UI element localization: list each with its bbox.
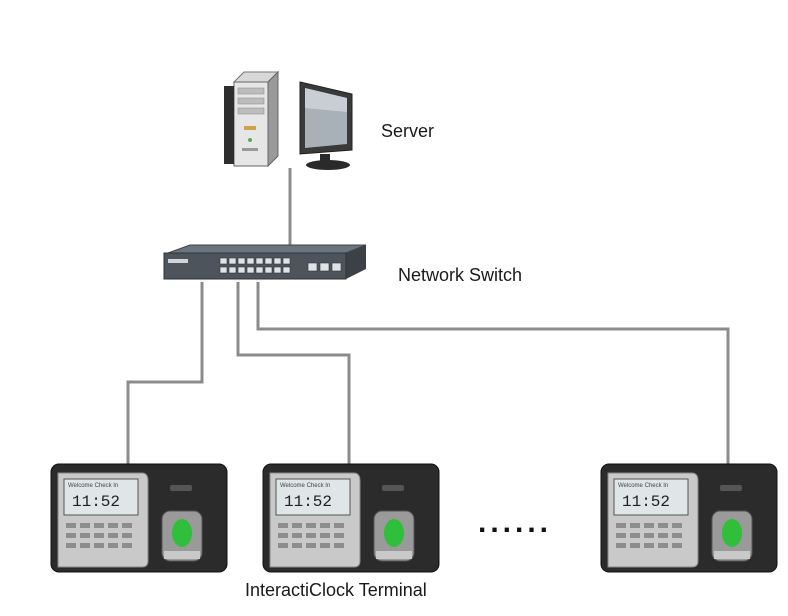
wire-switch-to-terminal-3 <box>256 282 730 465</box>
fingerprint-terminal-icon: Welcome Check In 11:52 <box>600 463 778 573</box>
more-terminals-ellipsis: ...... <box>478 506 553 539</box>
fingerprint-terminal-icon: Welcome Check In 11:52 <box>262 463 440 573</box>
fingerprint-terminal-icon: Welcome Check In 11:52 <box>50 463 228 573</box>
screen-header: Welcome Check In <box>68 483 118 489</box>
screen-time: 11:52 <box>622 493 670 511</box>
server-icon <box>224 70 353 170</box>
screen-header: Welcome Check In <box>618 483 668 489</box>
terminal-1: Welcome Check In 11:52 <box>50 463 228 573</box>
wire-switch-to-terminal-1 <box>126 282 204 465</box>
wire-switch-to-terminal-2 <box>236 282 351 465</box>
screen-header: Welcome Check In <box>280 483 330 489</box>
terminal-3: Welcome Check In 11:52 <box>600 463 778 573</box>
monitor-icon <box>299 81 353 170</box>
network-switch-icon <box>163 244 367 280</box>
server-label: Server <box>381 121 435 141</box>
screen-time: 11:52 <box>284 493 332 511</box>
terminal-label: InteractiClock Terminal <box>245 580 427 600</box>
server-tower-icon <box>224 70 280 168</box>
switch-label: Network Switch <box>398 265 523 285</box>
screen-time: 11:52 <box>72 493 120 511</box>
terminal-2: Welcome Check In 11:52 <box>262 463 440 573</box>
